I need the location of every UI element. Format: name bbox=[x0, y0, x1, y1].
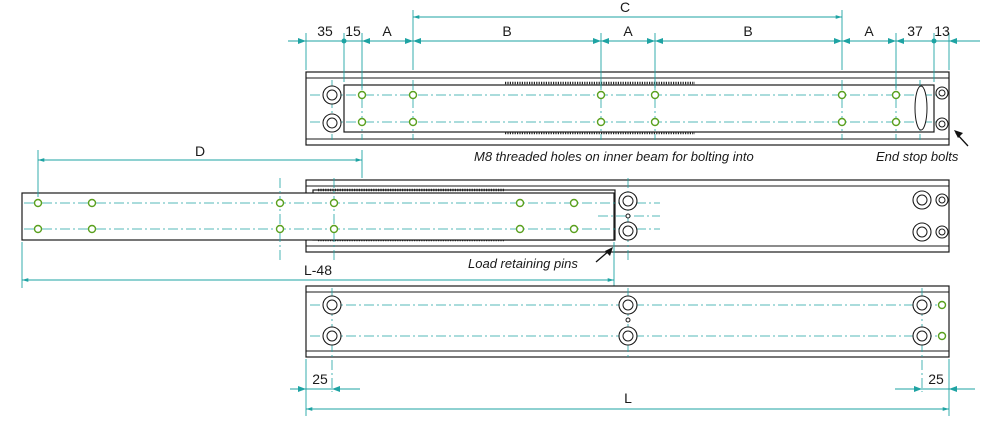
arrowhead bbox=[405, 38, 413, 44]
arrowhead bbox=[601, 38, 609, 44]
load-retaining-pin-icon bbox=[622, 195, 634, 207]
mounting-bolt-icon bbox=[622, 299, 634, 311]
arrowhead bbox=[949, 386, 957, 392]
mounting-bolt-icon bbox=[622, 330, 634, 342]
end-stop-bolts-note: End stop bolts bbox=[876, 149, 959, 164]
mounting-bolt-icon bbox=[326, 117, 338, 129]
m8-hole-icon bbox=[837, 90, 847, 100]
dimension-label-l: L bbox=[624, 390, 632, 406]
m8-hole-icon bbox=[329, 224, 339, 234]
m8-hole-icon bbox=[837, 117, 847, 127]
top-view: C 35 15 A B A B A 37 13 M8 threaded hole… bbox=[288, 0, 980, 164]
dimension-label-13: 13 bbox=[934, 23, 950, 39]
arrowhead bbox=[896, 38, 904, 44]
m8-hole-icon bbox=[275, 224, 285, 234]
m8-hole-icon bbox=[891, 90, 901, 100]
dimension-label-c: C bbox=[620, 0, 630, 15]
m8-hole-icon bbox=[891, 117, 901, 127]
m8-hole-icon bbox=[650, 90, 660, 100]
dimension-label-35: 35 bbox=[317, 23, 333, 39]
dimension-dot bbox=[931, 38, 937, 44]
m8-holes-note: M8 threaded holes on inner beam for bolt… bbox=[474, 149, 754, 164]
m8-hole-icon bbox=[569, 224, 579, 234]
m8-hole-icon bbox=[408, 90, 418, 100]
m8-hole-icon bbox=[87, 198, 97, 208]
m8-hole-icon bbox=[408, 117, 418, 127]
m8-hole-icon bbox=[357, 117, 367, 127]
arrowhead bbox=[362, 38, 370, 44]
mounting-bolt-icon bbox=[916, 194, 928, 206]
arrowhead bbox=[298, 386, 306, 392]
m8-hole-icon bbox=[329, 198, 339, 208]
dimension-label-l48: L-48 bbox=[304, 262, 332, 278]
arrowhead bbox=[888, 38, 896, 44]
middle-inner-beam-extended bbox=[21, 192, 615, 241]
end-stop-bolt-icon bbox=[938, 89, 946, 97]
chain-arrows bbox=[298, 38, 957, 44]
middle-view: D L-48 Load retaining pins bbox=[21, 143, 950, 288]
dimension-label-b: B bbox=[743, 23, 752, 39]
dimension-label-b: B bbox=[502, 23, 511, 39]
m8-hole-icon bbox=[275, 198, 285, 208]
dimension-label-25-right: 25 bbox=[928, 371, 944, 387]
arrowhead bbox=[655, 38, 663, 44]
mounting-bolt-icon bbox=[916, 330, 928, 342]
m8-hole-icon bbox=[596, 117, 606, 127]
mounting-bolt-icon bbox=[326, 299, 338, 311]
arrowhead bbox=[413, 38, 421, 44]
dimension-label-a: A bbox=[864, 23, 874, 39]
dimension-label-a: A bbox=[623, 23, 633, 39]
end-stop-bolt-icon bbox=[938, 196, 946, 204]
m8-hole-icon bbox=[937, 331, 947, 341]
m8-hole-icon bbox=[937, 300, 947, 310]
end-stop-arrow-icon bbox=[954, 130, 963, 138]
mounting-bolt-icon bbox=[916, 226, 928, 238]
mounting-bolt-icon bbox=[326, 330, 338, 342]
m8-hole-icon bbox=[596, 90, 606, 100]
pin-center-icon bbox=[625, 213, 631, 219]
end-stop-bolt-icon bbox=[938, 120, 946, 128]
arrowhead bbox=[834, 38, 842, 44]
m8-hole-icon bbox=[33, 198, 43, 208]
arrowhead bbox=[332, 386, 340, 392]
end-stop-bolt-icon bbox=[938, 228, 946, 236]
dimension-label-d: D bbox=[195, 143, 205, 159]
arrowhead bbox=[914, 386, 922, 392]
m8-hole-icon bbox=[515, 224, 525, 234]
mounting-bolt-icon bbox=[326, 89, 338, 101]
m8-hole-icon bbox=[515, 198, 525, 208]
arrowhead bbox=[949, 38, 957, 44]
bottom-view: 25 25 L bbox=[290, 285, 975, 416]
mounting-bolt-icon bbox=[916, 299, 928, 311]
dimension-label-a: A bbox=[382, 23, 392, 39]
m8-hole-icon bbox=[569, 198, 579, 208]
top-inner-beam bbox=[343, 84, 935, 133]
dimension-label-15: 15 bbox=[345, 23, 361, 39]
arrowhead bbox=[647, 38, 655, 44]
dimension-label-25-left: 25 bbox=[312, 371, 328, 387]
m8-hole-icon bbox=[357, 90, 367, 100]
m8-hole-group bbox=[33, 198, 579, 234]
arrowhead bbox=[298, 38, 306, 44]
arrowhead bbox=[842, 38, 850, 44]
dimension-dot bbox=[341, 38, 347, 44]
dimension-label-37: 37 bbox=[907, 23, 923, 39]
m8-hole-icon bbox=[87, 224, 97, 234]
load-pins-note: Load retaining pins bbox=[468, 256, 578, 271]
load-pins-arrow-icon bbox=[605, 247, 613, 256]
m8-hole-icon bbox=[650, 117, 660, 127]
arrowhead bbox=[593, 38, 601, 44]
m8-hole-group bbox=[357, 90, 901, 127]
load-retaining-pin-icon bbox=[622, 225, 634, 237]
end-plate-outline bbox=[914, 85, 928, 131]
pin-center-icon bbox=[625, 317, 631, 323]
m8-hole-icon bbox=[33, 224, 43, 234]
